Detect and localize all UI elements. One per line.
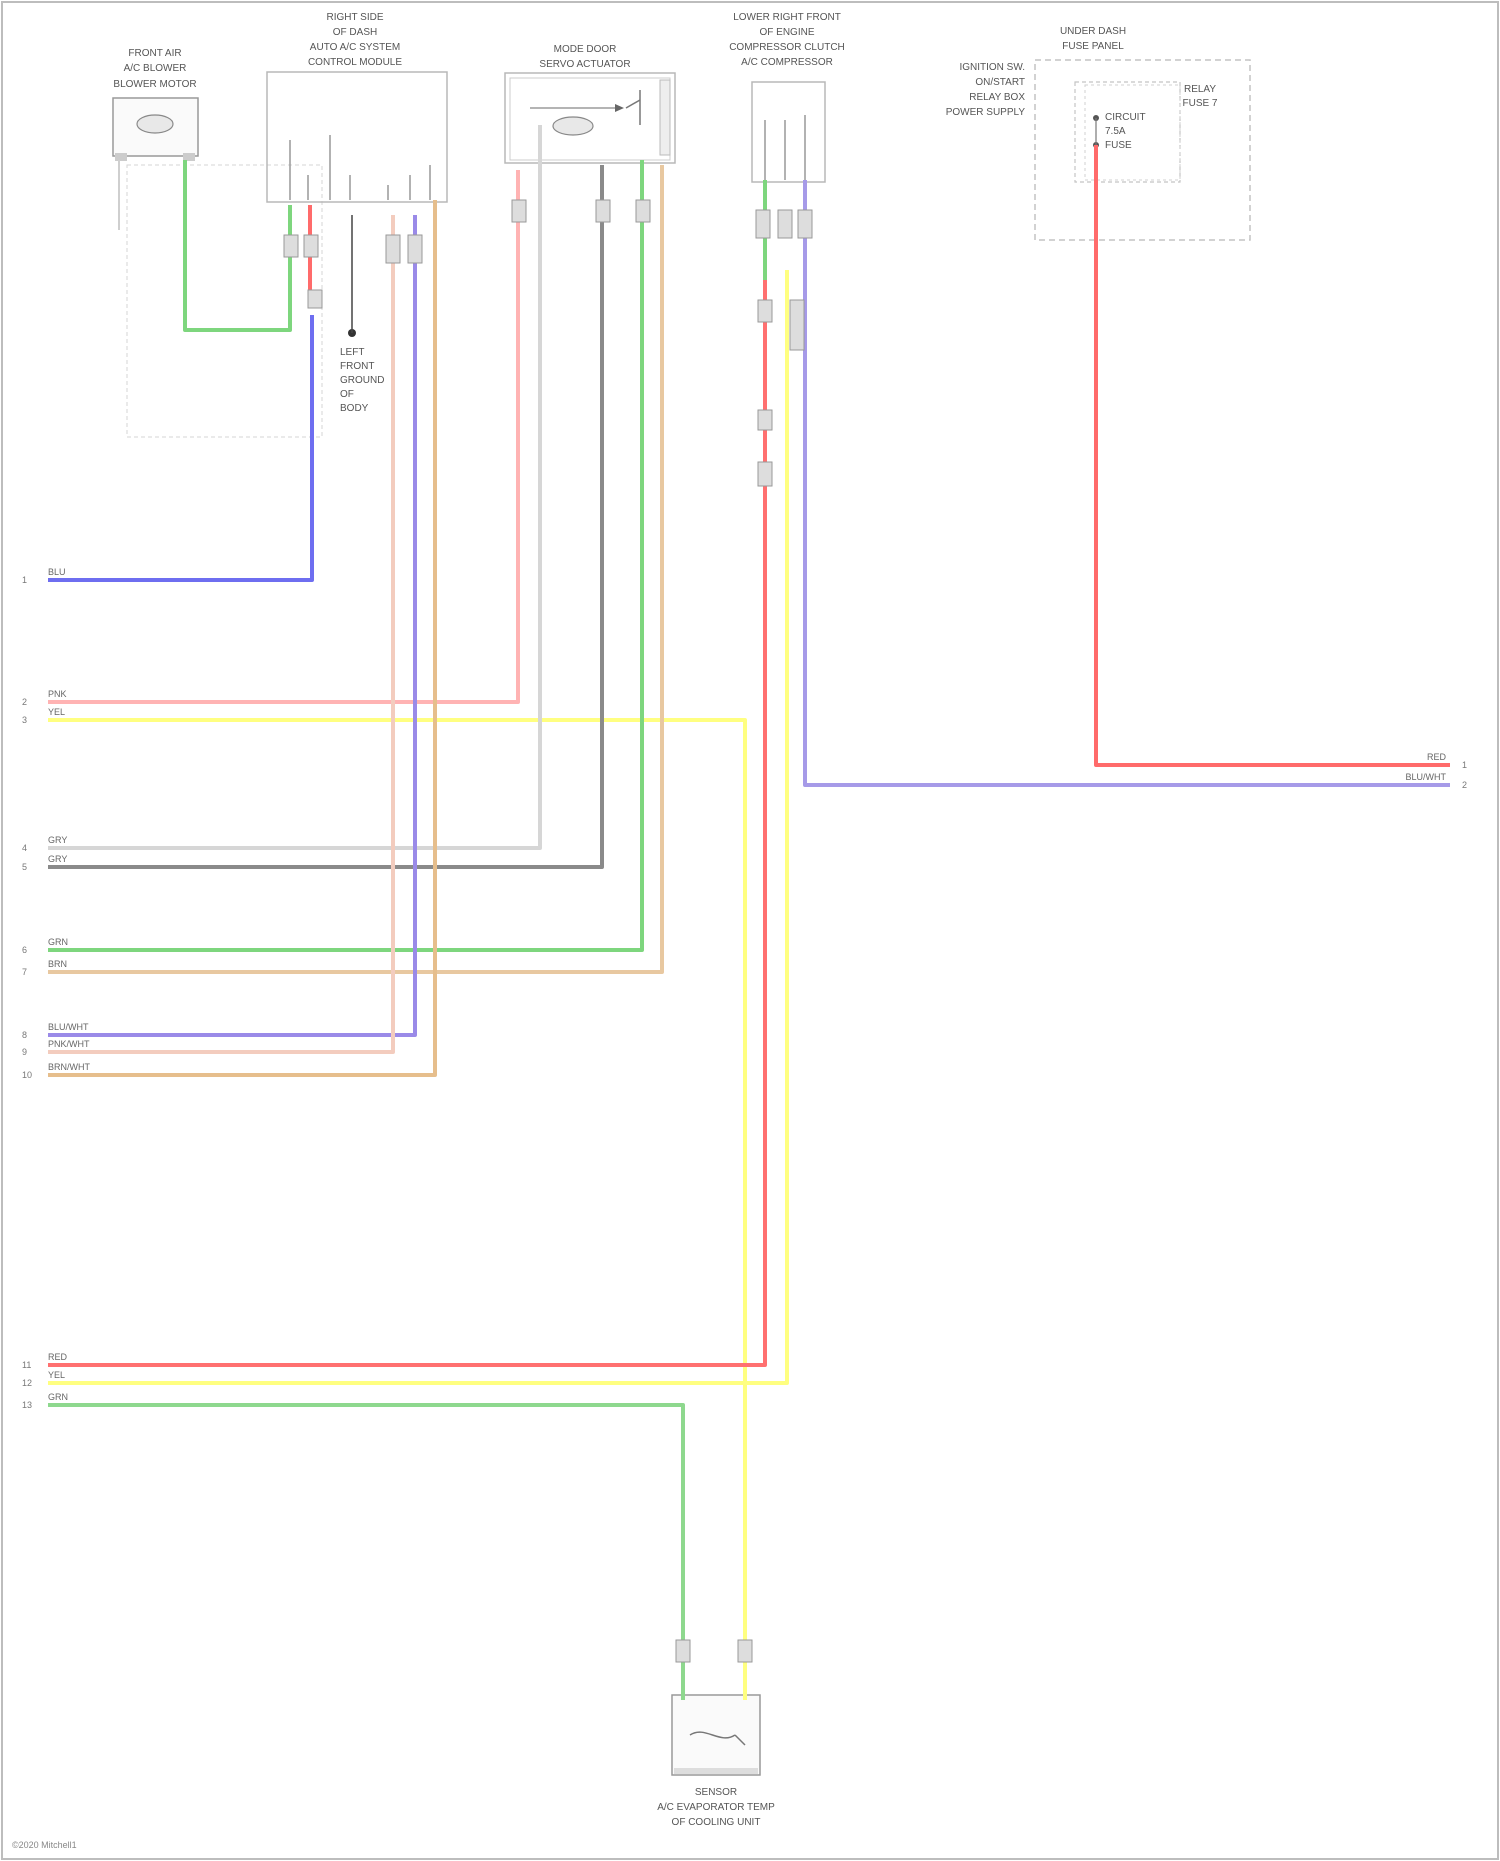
left-pin-number: 1: [22, 575, 27, 585]
wire-blower-green: [185, 160, 290, 330]
control-module-label-2: OF DASH: [333, 27, 377, 38]
left-pin-number: 12: [22, 1378, 32, 1388]
wire-2-pnk: [48, 170, 518, 702]
left-pin-number: 10: [22, 1070, 32, 1080]
mode-door-servo-actuator: [505, 73, 675, 163]
left-pin-number: 4: [22, 843, 27, 853]
servo-label-1: MODE DOOR: [554, 44, 617, 55]
fuse-side-label-4: POWER SUPPLY: [946, 107, 1026, 118]
compressor-label-1: LOWER RIGHT FRONT: [733, 12, 841, 23]
under-dash-fuse-panel: [1035, 60, 1250, 240]
relay-fuse-label-2: FUSE 7: [1182, 98, 1217, 109]
left-pin-number: 3: [22, 715, 27, 725]
evaporator-temp-sensor: [672, 1695, 760, 1775]
sensor-label-3: OF COOLING UNIT: [672, 1817, 761, 1828]
blower-motor-label-2: A/C BLOWER: [124, 63, 187, 74]
sensor-label-1: SENSOR: [695, 1787, 737, 1798]
left-wire-label: BRN: [48, 959, 67, 969]
left-wire-label: GRY: [48, 835, 67, 845]
fuse-panel-label-1: UNDER DASH: [1060, 26, 1126, 37]
footer-copyright: ©2020 Mitchell1: [12, 1840, 77, 1850]
left-wire-label: BRN/WHT: [48, 1062, 90, 1072]
wire-1-blu: [48, 315, 312, 580]
left-wire-label: PNK: [48, 689, 67, 699]
left-pin-number: 7: [22, 967, 27, 977]
circuit-label-2: 7.5A: [1105, 126, 1126, 137]
blower-motor-label-1: FRONT AIR: [128, 48, 181, 59]
wire-7-brn: [48, 165, 662, 972]
left-pin-number: 11: [22, 1360, 31, 1370]
right-pin-number: 1: [1462, 760, 1467, 770]
fuse-side-label-3: RELAY BOX: [969, 92, 1025, 103]
relay-fuse-label-1: RELAY: [1184, 84, 1216, 95]
wire-13-grn: [48, 1405, 683, 1700]
right-wire-label: BLU/WHT: [1406, 772, 1447, 782]
left-wire-label: BLU: [48, 567, 66, 577]
wire-4-gry: [48, 125, 540, 848]
left-connector-pins: 1BLU2PNK3YEL4GRY5GRY6GRN7BRN8BLU/WHT9PNK…: [22, 567, 90, 1410]
left-wire-label: GRY: [48, 854, 67, 864]
ground-note-1: LEFT: [340, 347, 364, 358]
left-pin-number: 8: [22, 1030, 27, 1040]
fuse-side-label-1: IGNITION SW.: [959, 62, 1025, 73]
right-wire-label: RED: [1427, 752, 1447, 762]
left-pin-number: 2: [22, 697, 27, 707]
sensor-label-2: A/C EVAPORATOR TEMP: [657, 1802, 775, 1813]
control-module-label-1: RIGHT SIDE: [326, 12, 383, 23]
left-wire-label: GRN: [48, 937, 68, 947]
left-pin-number: 6: [22, 945, 27, 955]
circuit-label-3: FUSE: [1105, 140, 1132, 151]
wire-11-red: [48, 260, 765, 1365]
ground-note-4: OF: [340, 389, 354, 400]
blower-motor-label-3: BLOWER MOTOR: [113, 79, 196, 90]
left-pin-number: 5: [22, 862, 27, 872]
left-wire-label: RED: [48, 1352, 68, 1362]
servo-label-2: SERVO ACTUATOR: [539, 59, 630, 70]
fuse-side-label-2: ON/START: [975, 77, 1025, 88]
wire-right-2-blu-wht: [805, 180, 1450, 785]
ground-note-3: GROUND: [340, 375, 384, 386]
right-pin-number: 2: [1462, 780, 1467, 790]
wire-9-pnk-wht: [48, 215, 393, 1052]
blower-motor: [113, 98, 198, 161]
control-module-label-4: CONTROL MODULE: [308, 57, 402, 68]
ground-note-5: BODY: [340, 403, 369, 414]
control-module-label-3: AUTO A/C SYSTEM: [310, 42, 400, 53]
a-c-compressor: [752, 82, 825, 182]
wire-8-blu-wht: [48, 215, 415, 1035]
left-pin-number: 9: [22, 1047, 27, 1057]
compressor-label-2: OF ENGINE: [759, 27, 814, 38]
left-wire-label: PNK/WHT: [48, 1039, 90, 1049]
left-wire-label: GRN: [48, 1392, 68, 1402]
left-wire-label: YEL: [48, 707, 65, 717]
left-wire-label: YEL: [48, 1370, 65, 1380]
left-pin-number: 13: [22, 1400, 32, 1410]
control-module: [267, 72, 447, 202]
ground-note-2: FRONT: [340, 361, 374, 372]
left-wire-label: BLU/WHT: [48, 1022, 89, 1032]
wire-right-1-red: [1096, 145, 1450, 765]
wire-6-grn: [48, 160, 642, 950]
blower-dashed-boundary: [127, 165, 322, 437]
circuit-label-1: CIRCUIT: [1105, 112, 1146, 123]
fuse-panel-label-2: FUSE PANEL: [1062, 41, 1124, 52]
compressor-label-4: A/C COMPRESSOR: [741, 57, 833, 68]
compressor-label-3: COMPRESSOR CLUTCH: [729, 42, 845, 53]
